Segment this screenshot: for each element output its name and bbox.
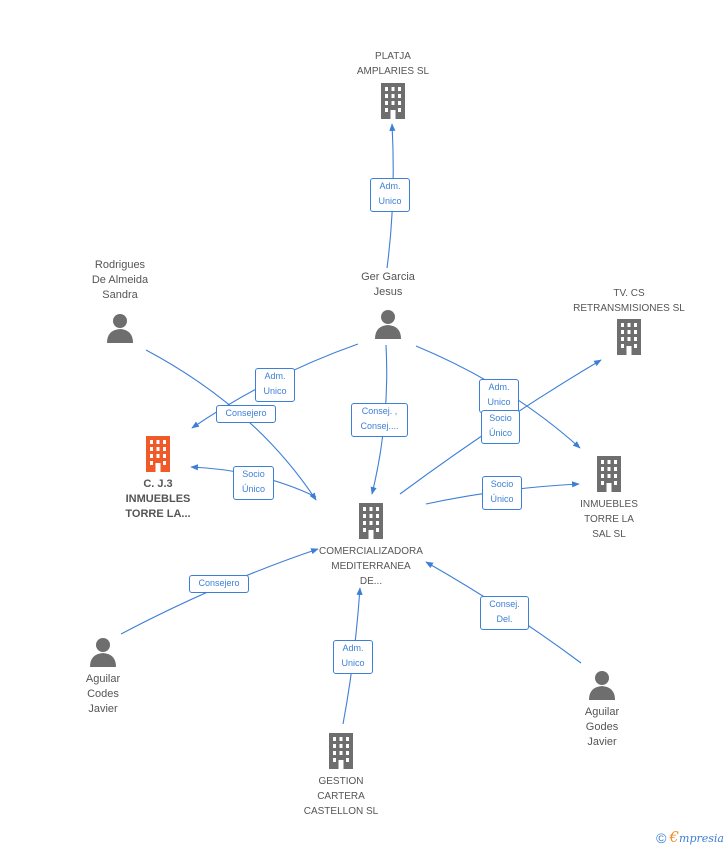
edge-label-ger-platja[interactable]: Adm. Unico [370, 178, 410, 212]
person-icon [107, 314, 133, 343]
building-icon [381, 83, 405, 119]
person-icon [375, 310, 401, 339]
edge-label-ger-inmuebles[interactable]: Adm. Unico [479, 379, 519, 413]
edge-label-comercializadora-tvcs[interactable]: Socio Único [481, 410, 520, 444]
edge-label-comercializadora-cj3[interactable]: Socio Único [233, 466, 274, 500]
building-icon [359, 503, 383, 539]
edge-label-ger-cj3[interactable]: Adm. Unico [255, 368, 295, 402]
node-label: Aguilar Godes Javier [584, 706, 620, 748]
copyright-symbol: © [656, 830, 667, 846]
edge-label-comercializadora-inmuebles[interactable]: Socio Único [482, 476, 522, 510]
node-label: Ger Garcia Jesus [361, 271, 415, 298]
node-label: Aguilar Codes Javier [85, 673, 121, 715]
node-ger[interactable]: Ger Garcia Jesus [343, 270, 433, 344]
node-label: C. J.3 INMUEBLES TORRE LA... [125, 478, 191, 520]
node-gestion[interactable]: GESTION CARTERA CASTELLON SL [291, 733, 391, 819]
empresia-logo: © €mpresia [656, 828, 724, 846]
node-label: INMUEBLES TORRE LA SAL SL [580, 499, 638, 540]
brand-text: mpresia [679, 832, 724, 845]
brand-e: € [669, 828, 680, 846]
node-aguilar2[interactable]: Aguilar Godes Javier [557, 670, 647, 750]
node-inmuebles[interactable]: INMUEBLES TORRE LA SAL SL [563, 456, 655, 542]
building-icon [329, 733, 353, 769]
node-tvcs[interactable]: TV. CS RETRANSMISIONES SL [563, 286, 695, 360]
edge-label-rodrigues-comercializadora[interactable]: Consejero [216, 405, 276, 423]
person-icon [90, 638, 116, 667]
node-label: TV. CS RETRANSMISIONES SL [573, 288, 685, 314]
node-platja[interactable]: PLATJA AMPLARIES SL [333, 49, 453, 124]
node-label: PLATJA AMPLARIES SL [356, 51, 430, 77]
edge-label-gestion-comercializadora[interactable]: Adm. Unico [333, 640, 373, 674]
edge-label-ger-comercializadora[interactable]: Consej. , Consej.... [351, 403, 408, 437]
building-icon [597, 456, 621, 492]
node-label: COMERCIALIZADORA MEDITERRANEA DE... [319, 546, 423, 587]
edge-label-aguilar1-comercializadora[interactable]: Consejero [189, 575, 249, 593]
node-label: Rodrigues De Almeida Sandra [91, 259, 149, 301]
edge-label-aguilar2-comercializadora[interactable]: Consej. Del. [480, 596, 529, 630]
building-icon [617, 319, 641, 355]
person-icon [589, 671, 615, 700]
node-aguilar1[interactable]: Aguilar Codes Javier [58, 637, 148, 717]
building-icon [146, 436, 170, 472]
node-rodrigues[interactable]: Rodrigues De Almeida Sandra [75, 258, 165, 348]
node-comercializadora[interactable]: COMERCIALIZADORA MEDITERRANEA DE... [306, 503, 436, 589]
node-cj3[interactable]: C. J.3 INMUEBLES TORRE LA... [113, 436, 203, 522]
node-label: GESTION CARTERA CASTELLON SL [303, 776, 379, 817]
